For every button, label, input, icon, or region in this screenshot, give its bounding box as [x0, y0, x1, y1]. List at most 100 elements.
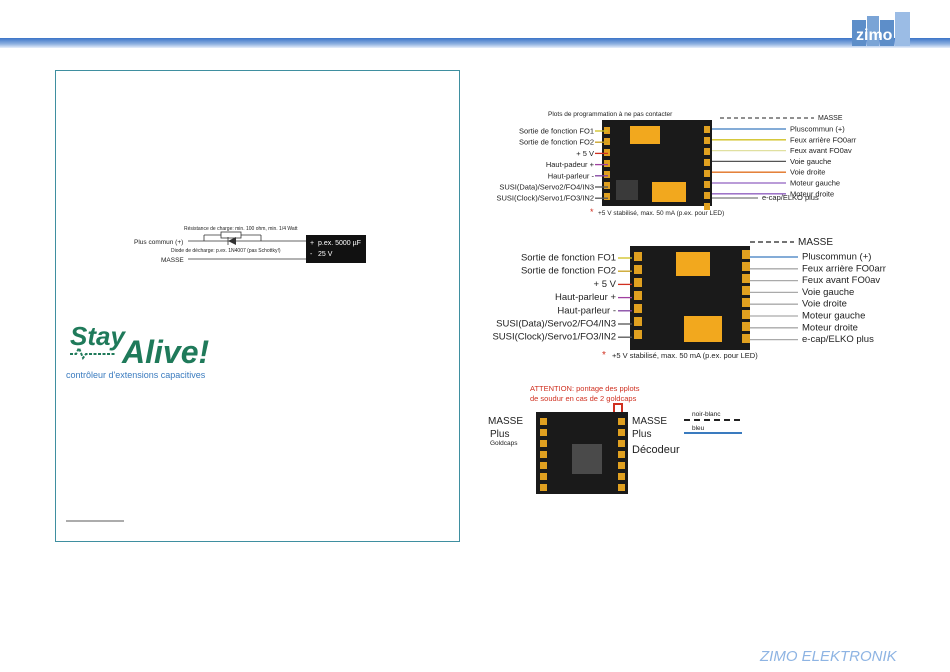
d3-pad-left-4 [540, 462, 547, 469]
capacitor-block [306, 235, 366, 263]
d2-pad-left-3 [634, 291, 642, 300]
d2-pad-left-5 [634, 317, 642, 326]
diode-symbol [228, 237, 236, 245]
d2-left-label-2: + 5 V [594, 279, 617, 290]
d2-pad-right-3 [742, 286, 750, 295]
d1-pad-left-4 [604, 171, 610, 178]
d3-pad-left-3 [540, 451, 547, 458]
d1-right-label-3: Voie gauche [790, 157, 831, 166]
diode-label: Diode de décharge: p.ex. 1N4007 (pas Sch… [171, 248, 281, 254]
d2-pad-right-0 [742, 250, 750, 259]
d2-pad-left-2 [634, 278, 642, 287]
chip-3 [572, 444, 602, 474]
d2-right-label-2: Feux avant FO0av [802, 275, 880, 286]
right-plus: Plus [632, 429, 651, 440]
d3-pad-left-6 [540, 484, 547, 491]
d2-left-label-5: SUSI(Data)/Servo2/FO4/IN3 [496, 319, 616, 330]
d2-right-label-5: Moteur gauche [802, 311, 865, 322]
d3-pad-right-3 [618, 451, 625, 458]
diagram1-star: * [590, 207, 594, 217]
left-plus: Plus [490, 429, 509, 440]
d2-left-label-0: Sortie de fonction FO1 [521, 253, 616, 264]
d1-right-label-4: Voie droite [790, 168, 825, 177]
d2-right-label-3: Voie gauche [802, 287, 854, 298]
chip-1 [616, 180, 638, 200]
d1-pad-left-6 [604, 193, 610, 200]
decoder-diagram-3: ATTENTION: pontage des pplots de soudur … [488, 384, 742, 494]
cap-voltage: 25 V [318, 251, 333, 258]
d1-pad-left-2 [604, 149, 610, 156]
d1-left-label-4: Haut-parleur - [548, 171, 595, 180]
d1-pad-left-5 [604, 182, 610, 189]
cap-value: p.ex. 5000 µF [318, 240, 361, 247]
d2-left-label-3: Haut-parleur + [555, 292, 616, 303]
d2-left-label-1: Sortie de fonction FO2 [521, 266, 616, 277]
attention-line1: ATTENTION: pontage des pplots [530, 384, 640, 393]
d1-right-label-2: Feux avant FO0av [790, 146, 852, 155]
diagram1-masse: MASSE [818, 115, 843, 122]
d1-pad-right-3 [704, 159, 710, 166]
right-decodeur: Décodeur [632, 444, 680, 456]
d2-right-label-7: e-cap/ELKO plus [802, 334, 874, 345]
d1-left-label-3: Haut-padeur + [546, 160, 595, 169]
left-panel: Résistance de charge: min. 100 ohm, min.… [55, 70, 460, 542]
d3-pad-left-5 [540, 473, 547, 480]
d1-pad-right-4 [704, 170, 710, 177]
d1-pad-right-1 [704, 137, 710, 144]
d1-left-label-0: Sortie de fonction FO1 [519, 127, 594, 136]
d3-pad-left-2 [540, 440, 547, 447]
diagram2-star: * [602, 350, 606, 361]
plus-commun-label: Plus commun (+) [134, 239, 183, 246]
logo-text: zimo [856, 27, 893, 44]
d1-left-label-6: SUSI(Clock)/Servo1/FO3/IN2 [496, 194, 594, 203]
d3-pad-right-1 [618, 429, 625, 436]
decoder-diagram-1: Plots de programmation à ne pas contacte… [496, 111, 856, 217]
d2-left-label-4: Haut-parleur - [557, 305, 616, 316]
d1-right-label-5: Moteur gauche [790, 179, 840, 188]
d3-pad-left-0 [540, 418, 547, 425]
d2-right-label-1: Feux arrière FO0arr [802, 263, 886, 274]
right-masse: MASSE [632, 416, 667, 427]
d2-right-label-4: Voie droite [802, 299, 847, 310]
d1-left-label-2: + 5 V [576, 149, 594, 158]
d1-pad-right-7 [704, 203, 710, 210]
d3-pad-right-5 [618, 473, 625, 480]
d1-right-label-6: Moteur droite [790, 189, 834, 198]
d2-right-label-0: Pluscommun (+) [802, 252, 871, 263]
d2-pad-left-1 [634, 265, 642, 274]
d2-pad-left-6 [634, 330, 642, 339]
d3-pad-right-4 [618, 462, 625, 469]
d2-pad-right-2 [742, 274, 750, 283]
diagram1-ecap: e-cap/ELKO plus [762, 193, 819, 202]
programming-pads-note: Plots de programmation à ne pas contacte… [548, 111, 673, 118]
capacitor-1a [630, 126, 660, 144]
stayalive-logo: Stay Alive! contrôleur d'extensions capa… [66, 321, 209, 380]
diagram2-masse: MASSE [798, 237, 833, 248]
d3-pad-right-6 [618, 484, 625, 491]
d2-left-label-6: SUSI(Clock)/Servo1/FO3/IN2 [492, 332, 616, 343]
heartbeat-icon [70, 345, 116, 361]
d1-pad-right-6 [704, 192, 710, 199]
d1-pad-right-0 [704, 126, 710, 133]
d3-pad-right-0 [618, 418, 625, 425]
wire-noir-blanc-label: noir-blanc [692, 411, 721, 418]
resistor-label: Résistance de charge: min. 100 ohm, min.… [184, 226, 298, 232]
capacitor-2a [676, 252, 710, 276]
d2-pad-right-6 [742, 322, 750, 331]
d3-pad-right-2 [618, 440, 625, 447]
cap-plus: + [310, 240, 314, 247]
d1-right-label-1: Feux arrière FO0arr [790, 135, 857, 144]
stayalive-alive: Alive! [121, 334, 209, 370]
left-goldcaps: Goldcaps [490, 440, 518, 447]
d2-right-label-6: Moteur droite [802, 322, 858, 333]
d2-pad-right-5 [742, 310, 750, 319]
d2-pad-left-4 [634, 304, 642, 313]
attention-line2: de soudur en cas de 2 goldcaps [530, 394, 637, 403]
stayalive-subtitle: contrôleur d'extensions capacitives [66, 370, 206, 380]
d2-pad-left-0 [634, 252, 642, 261]
d1-pad-right-5 [704, 181, 710, 188]
wire-bleu-label: bleu [692, 425, 705, 432]
d1-right-label-0: Pluscommun (+) [790, 125, 845, 134]
zimo-logo: zimo [852, 12, 910, 46]
